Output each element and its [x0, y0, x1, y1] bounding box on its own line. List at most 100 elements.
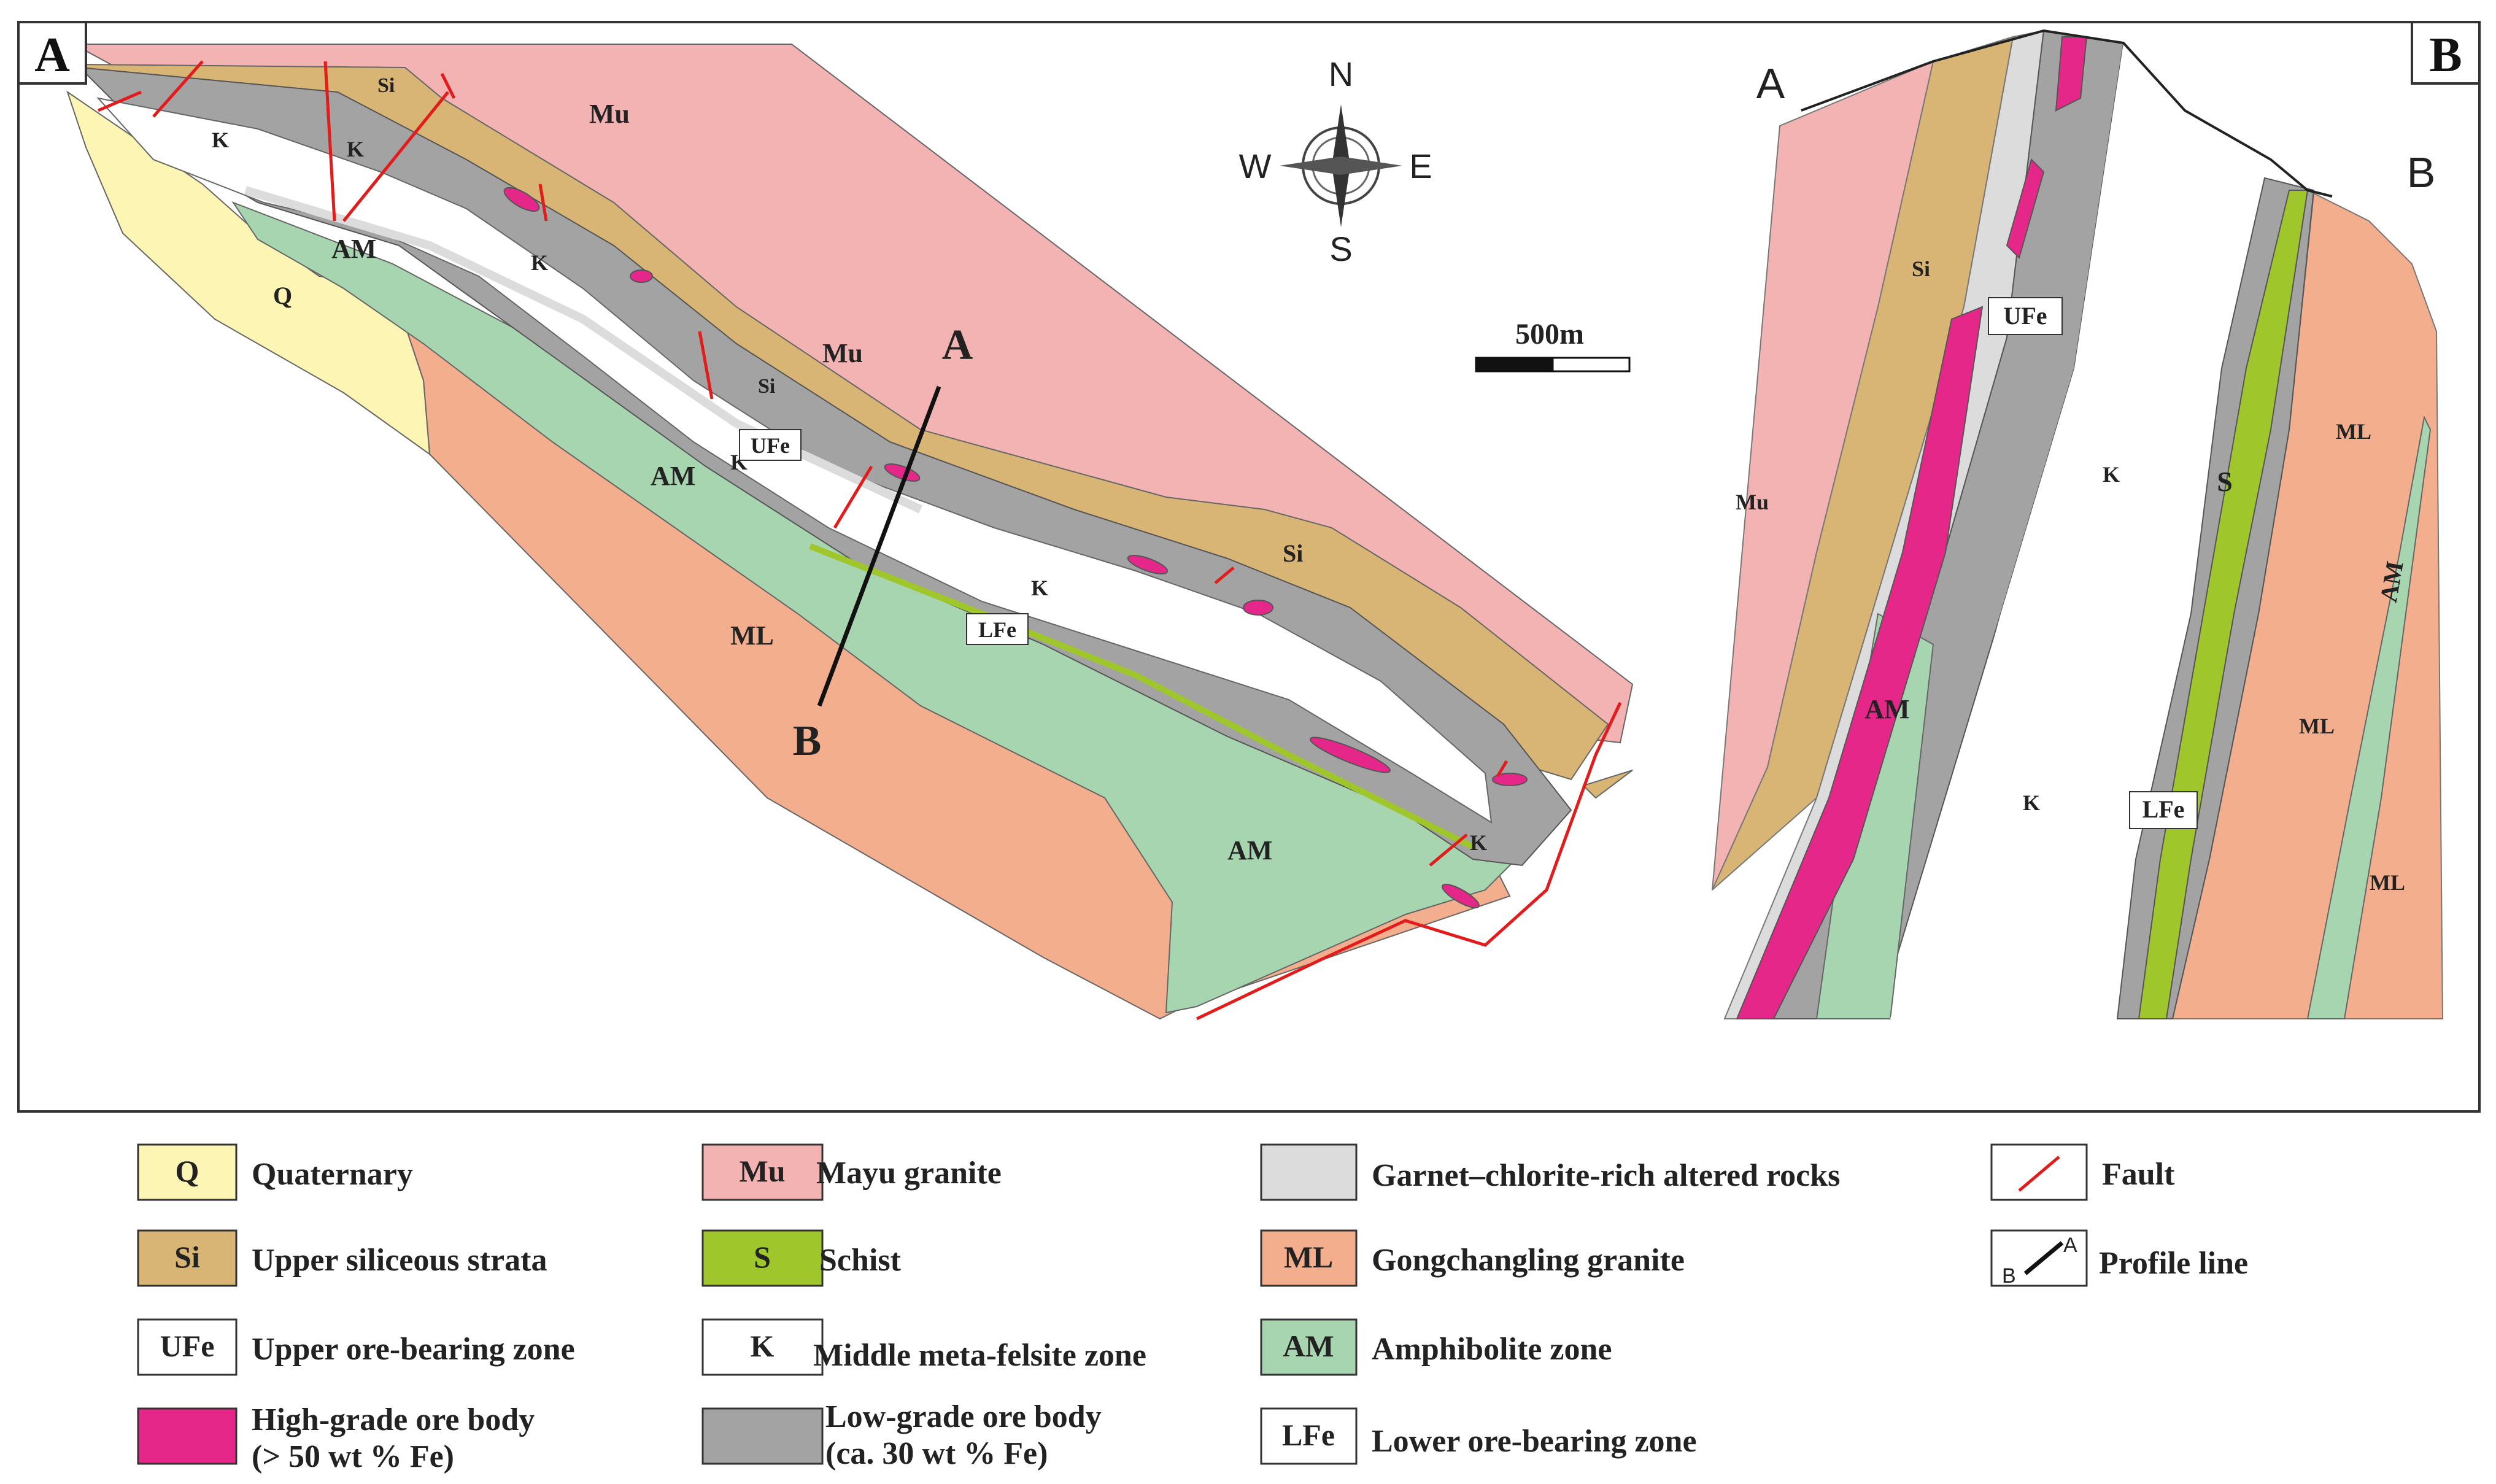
fault-line — [152, 60, 204, 118]
legend-label: Amphibolite zone — [1372, 1332, 1612, 1367]
siliceous-fragment — [1582, 770, 1633, 799]
map-label-k: K — [347, 137, 364, 161]
legend-label: Middle meta-felsite zone — [813, 1338, 1146, 1373]
fault-line — [440, 72, 456, 99]
compass-north-label: N — [1329, 55, 1353, 93]
legend-label-line2: (ca. 30 wt % Fe) — [825, 1436, 1048, 1471]
map-label-am: AM — [1227, 835, 1272, 865]
high-grade-ore-lens — [630, 269, 653, 283]
lfe-label-box: LFe — [966, 613, 1029, 645]
profile-end-a-label: A — [942, 322, 973, 369]
high-grade-ore-lens — [1243, 600, 1273, 616]
legend-code: Mu — [740, 1154, 786, 1188]
legend: Q Quaternary Si Upper siliceous strata U… — [137, 1143, 2248, 1474]
map-label-si: Si — [377, 74, 395, 97]
compass-east-label: E — [1409, 147, 1432, 185]
map-label-mu: Mu — [589, 99, 630, 129]
compass-needle-ew — [1280, 157, 1402, 175]
section-meta-felsite — [1890, 43, 2308, 1019]
panel-b-letter: B — [2429, 28, 2462, 82]
map-label-ufe: UFe — [751, 433, 790, 458]
legend-item-siliceous: Si Upper siliceous strata — [137, 1229, 547, 1287]
high-grade-ore-lens — [1127, 555, 1169, 574]
compass-west-label: W — [1239, 147, 1272, 185]
section-high-grade-ore — [2006, 158, 2045, 259]
legend-label: Gongchangling granite — [1372, 1243, 1685, 1278]
cross-section-panel-b: A B Si Mu UFe K K AM S LFe ML ML ML AM — [1712, 29, 2444, 1019]
section-label-k: K — [2103, 462, 2120, 487]
legend-item-profile-line: B A Profile line — [1990, 1229, 2248, 1288]
legend-code: ML — [1284, 1240, 1334, 1274]
section-end-b-label: B — [2407, 149, 2436, 196]
fault-line — [323, 61, 336, 222]
map-label-am: AM — [331, 234, 376, 264]
section-label-ml: ML — [2370, 870, 2405, 895]
legend-code: Q — [176, 1154, 199, 1188]
fault-lines — [98, 60, 1622, 1021]
section-label-si: Si — [1912, 257, 1930, 281]
section-label-ufe: UFe — [2003, 302, 2047, 330]
scale-bar-label: 500m — [1515, 318, 1584, 350]
high-grade-ore-lens — [503, 187, 540, 212]
fault-line — [1214, 566, 1235, 584]
fault-line — [98, 90, 142, 112]
section-label-am-left: AM — [1864, 694, 1909, 724]
fault-line — [342, 91, 449, 222]
section-label-ml: ML — [2336, 419, 2371, 444]
map-label-lfe: LFe — [978, 617, 1016, 642]
legend-code: UFe — [160, 1329, 215, 1363]
section-ufe-label-box: UFe — [1988, 297, 2063, 335]
map-label-mu: Mu — [822, 338, 863, 368]
legend-item-low-grade: Low-grade ore body (ca. 30 wt % Fe) — [701, 1399, 1102, 1471]
panel-a-letter-box: A — [17, 21, 87, 85]
legend-label: Quaternary — [252, 1157, 413, 1192]
legend-item-garnet-chlorite: Garnet–chlorite-rich altered rocks — [1260, 1143, 1840, 1201]
section-amphibolite-right — [2306, 415, 2432, 1019]
legend-label: Upper ore-bearing zone — [252, 1332, 575, 1367]
panel-b-letter-box: B — [2411, 21, 2481, 85]
profile-symbol-a: A — [2063, 1234, 2077, 1257]
map-label-ml: ML — [730, 620, 774, 651]
legend-label-line2: (> 50 wt % Fe) — [252, 1439, 454, 1474]
schist-strip — [809, 543, 1475, 850]
fault-line — [1496, 760, 1509, 778]
ufe-label-box: UFe — [739, 429, 802, 461]
legend-label: Mayu granite — [816, 1156, 1002, 1191]
legend-label: Fault — [2102, 1157, 2175, 1192]
legend-label: Upper siliceous strata — [252, 1243, 547, 1278]
section-label-ml: ML — [2299, 714, 2335, 738]
legend-label: Schist — [819, 1243, 902, 1278]
legend-label: Profile line — [2099, 1246, 2248, 1281]
map-label-si: Si — [758, 375, 775, 398]
compass-rose: N S W E — [1239, 55, 1432, 268]
high-grade-ore-lens — [884, 463, 921, 482]
legend-code: S — [754, 1240, 771, 1274]
profile-end-b-label: B — [793, 717, 822, 765]
section-lfe-label-box: LFe — [2129, 791, 2198, 829]
profile-line-symbol — [2023, 1241, 2064, 1275]
section-end-a-label: A — [1756, 60, 1785, 107]
map-label-si: Si — [1283, 539, 1303, 567]
profile-line-ab — [817, 385, 941, 707]
fault-line — [1196, 701, 1622, 1021]
high-grade-ore-lens — [1492, 773, 1528, 786]
legend-item-quaternary: Q Quaternary — [137, 1143, 413, 1201]
legend-code: Si — [174, 1240, 200, 1274]
map-label-k: K — [531, 250, 548, 275]
legend-label: High-grade ore body — [252, 1402, 535, 1437]
legend-item-meta-felsite: K Middle meta-felsite zone — [701, 1318, 1146, 1376]
section-label-mu: Mu — [1736, 490, 1769, 514]
section-topographic-surface — [1801, 29, 2333, 198]
legend-item-gongchangling: ML Gongchangling granite — [1260, 1229, 1685, 1287]
fault-line — [698, 331, 714, 400]
legend-item-mayu: Mu Mayu granite — [701, 1143, 1002, 1201]
legend-code: LFe — [1282, 1418, 1335, 1452]
legend-item-ufe: UFe Upper ore-bearing zone — [137, 1318, 575, 1376]
map-panel-a: A B Q Si Si Si Mu Mu K K K K K K AM AM A… — [66, 44, 1634, 1021]
legend-item-schist: S Schist — [701, 1229, 902, 1287]
section-label-k: K — [2023, 790, 2040, 815]
legend-label: Garnet–chlorite-rich altered rocks — [1372, 1158, 1840, 1193]
map-label-am: AM — [651, 461, 695, 491]
legend-item-fault: Fault — [1990, 1143, 2175, 1201]
